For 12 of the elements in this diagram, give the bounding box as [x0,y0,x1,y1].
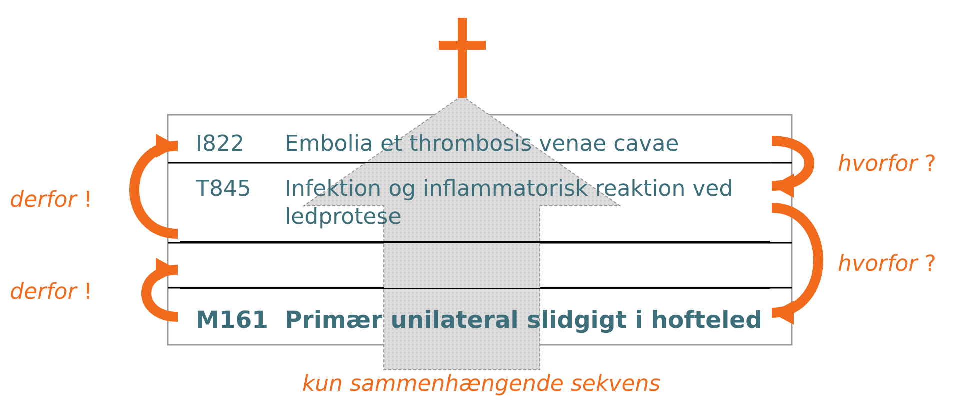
diagnosis-text: Primær unilateral slidgigt i hofteled [285,306,764,334]
caption-text: kun sammenhængende sekvens [302,372,661,397]
table-row [180,242,770,289]
diagnosis-text: Embolia et thrombosis venae cavae [285,131,680,159]
curved-arrow [772,136,814,196]
curved-arrow [771,203,824,322]
curved-arrow [142,260,178,322]
diagnosis-code: M161 [196,306,268,334]
curved-arrow [130,136,179,239]
diagnosis-code: I822 [196,131,244,159]
diagnosis-text: Infektion og inflammatorisk reaktion ved ledprotese [285,176,734,232]
diagnosis-code: T845 [196,176,252,204]
